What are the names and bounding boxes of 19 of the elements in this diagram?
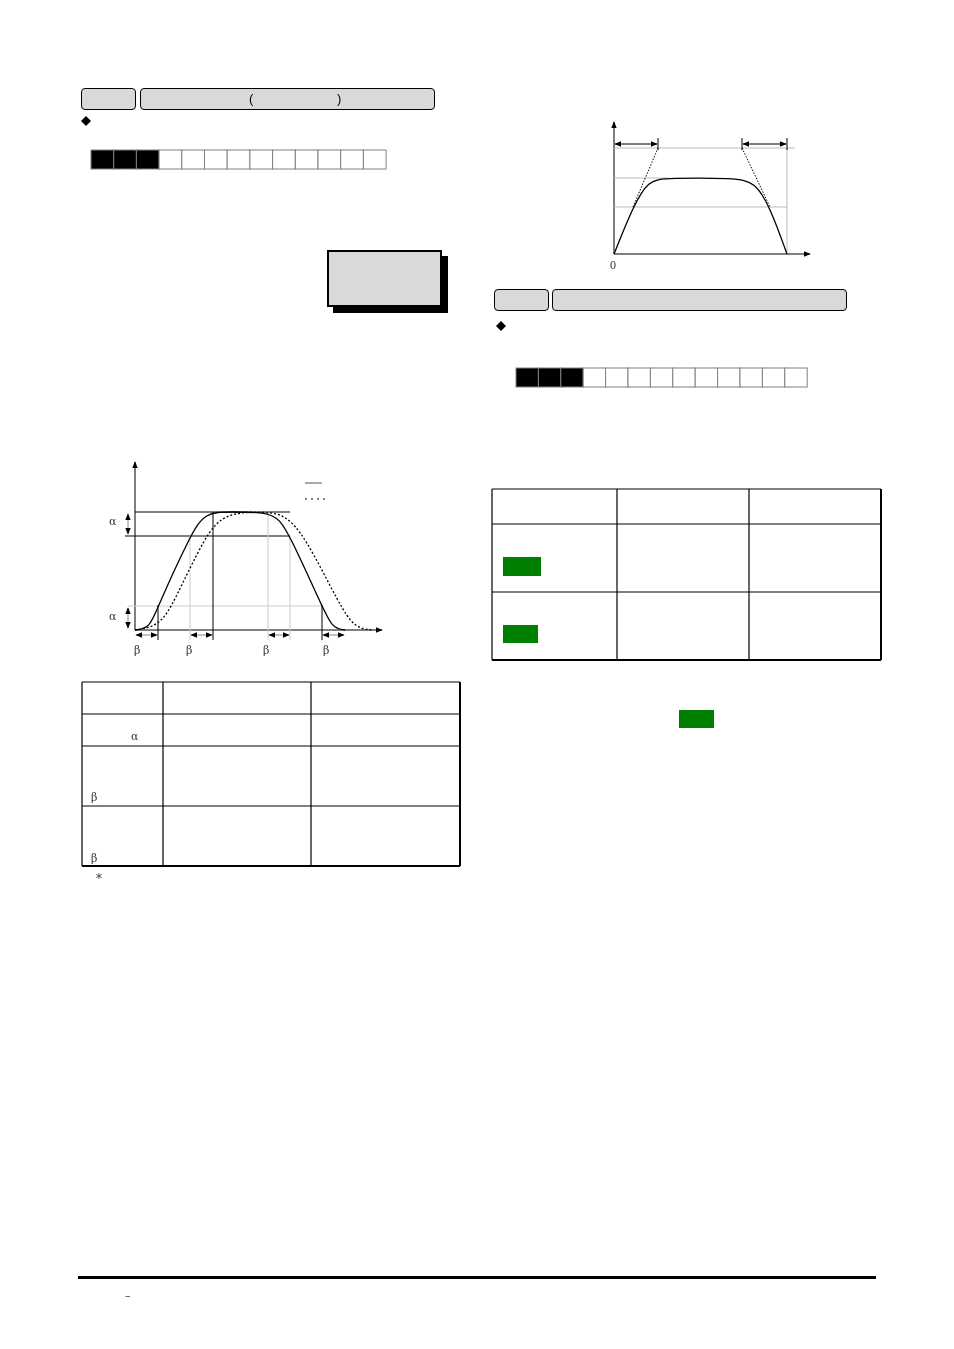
symbol-label: α [109,516,117,528]
header-tab [552,289,847,311]
header-bar [140,88,435,110]
symbol-label: β [134,645,141,657]
axis-origin-label: 0 [610,259,616,271]
symbol-label: β [186,645,193,657]
bracket-text: ) [337,91,342,107]
symbol-label: β [91,853,98,865]
footnote-mark: * [96,873,102,885]
page-number-text: – [125,1290,131,1302]
bracket-text: ( [249,91,254,107]
symbol-label: α [131,731,139,743]
header-tab [494,289,549,311]
symbol-label: β [263,645,270,657]
symbol-label: β [91,792,98,804]
header-tab [81,88,136,110]
header-tab [327,250,442,307]
symbol-label: α [109,611,117,623]
symbol-label: β [323,645,330,657]
